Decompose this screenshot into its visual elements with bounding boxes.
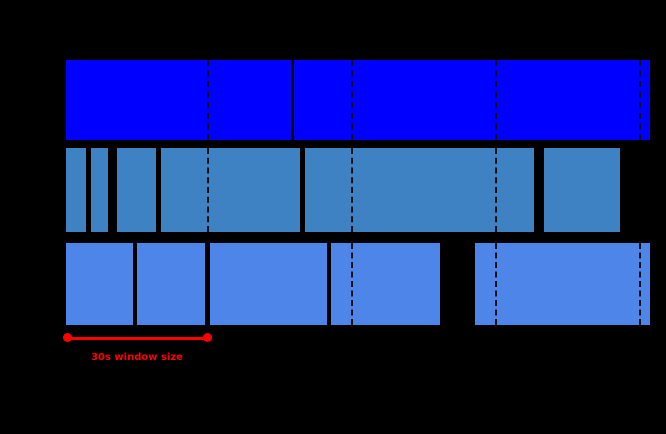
chart-segment[interactable] — [305, 148, 534, 232]
chart-segment[interactable] — [66, 148, 86, 232]
chart-row-middle — [0, 148, 666, 232]
window-size-label: 30s window size — [91, 352, 183, 363]
window-size-start-dot — [63, 333, 72, 342]
chart-segment[interactable] — [331, 243, 440, 325]
chart-segment[interactable] — [66, 60, 291, 140]
chart-row-bottom — [0, 243, 666, 325]
chart-segment[interactable] — [161, 148, 300, 232]
chart-segment[interactable] — [210, 243, 327, 325]
chart-segment[interactable] — [137, 243, 205, 325]
chart-segment[interactable] — [117, 148, 156, 232]
chart-row-top — [0, 60, 666, 140]
window-size-end-dot — [203, 333, 212, 342]
chart-segment[interactable] — [66, 243, 133, 325]
chart-segment[interactable] — [475, 243, 650, 325]
chart-segment[interactable] — [294, 60, 650, 140]
chart-segment[interactable] — [91, 148, 108, 232]
chart-segment[interactable] — [544, 148, 620, 232]
window-size-line — [67, 337, 207, 340]
